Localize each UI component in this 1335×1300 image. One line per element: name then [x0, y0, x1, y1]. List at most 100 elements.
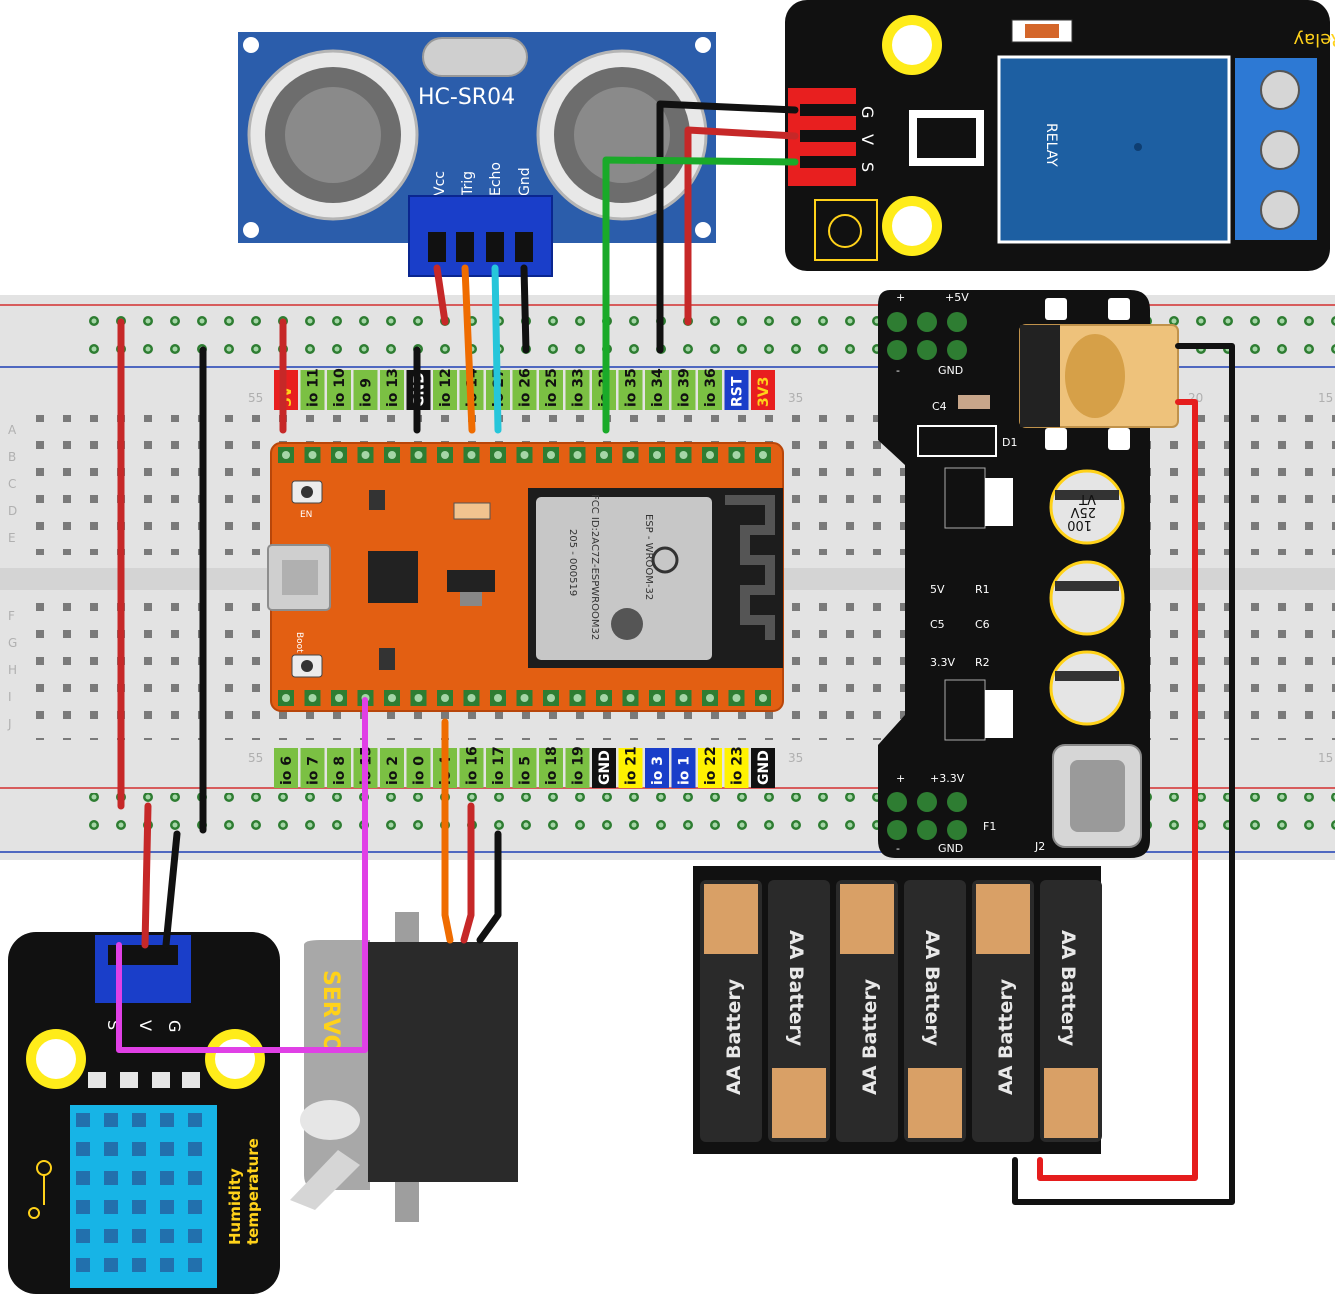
row-label: C [8, 477, 16, 491]
power-label: + [896, 291, 905, 304]
ultrasonic-pin-echo: Echo [488, 162, 504, 196]
esp32-pin-hole [282, 694, 290, 702]
pin-label: io 36 [703, 368, 719, 407]
ultrasonic-pin-trig: Trig [460, 171, 476, 197]
pin-label-bg [698, 370, 722, 410]
grille-hole [188, 1200, 202, 1214]
pin-label: 3V3 [756, 377, 772, 407]
grille-hole [104, 1142, 118, 1156]
col-number: 35 [788, 751, 803, 765]
esp32-pin-hole [653, 694, 661, 702]
component-label: C6 [975, 618, 990, 631]
pin-label: io 1 [677, 756, 693, 785]
esp32-pin-hole [414, 694, 423, 702]
pin-label-bg [645, 748, 669, 788]
grille-hole [132, 1258, 146, 1272]
module-text: 205 - 000519 [567, 529, 578, 596]
battery-cell-label: AA Battery [785, 930, 807, 1047]
esp32-pin-hole [467, 694, 476, 702]
boot-button-label: Boot [294, 632, 304, 653]
relay-box-label: RELAY [1043, 123, 1059, 167]
pin-label-bg [512, 748, 537, 788]
esp32-pin-hole [520, 451, 529, 459]
esp32-pin-hole [573, 694, 582, 702]
component-label: C4 [932, 400, 947, 413]
grille-hole [104, 1171, 118, 1185]
grille-hole [76, 1113, 90, 1127]
pin-label-bg [618, 748, 643, 788]
ultrasonic-transducer-left [247, 49, 419, 221]
relay-pin-v: V [858, 134, 877, 145]
esp32-pin-hole [494, 451, 502, 459]
esp32-pin-hole [441, 694, 449, 702]
grille-hole [76, 1200, 90, 1214]
battery-cell-label: AA Battery [921, 930, 943, 1047]
capacitor [1049, 560, 1125, 636]
col-number: 15 [1318, 751, 1333, 765]
esp32-pin-hole [759, 694, 767, 702]
col-number: 35 [788, 391, 803, 405]
esp32-pin-hole [759, 451, 767, 459]
esp32-pin-hole [706, 451, 714, 459]
row-label: A [8, 423, 17, 437]
terminal-screw[interactable] [1260, 190, 1300, 230]
esp32-pin-hole [388, 694, 396, 702]
power-label: + [896, 772, 905, 785]
esp32-pin-hole [308, 451, 317, 459]
pin-label: io 35 [624, 368, 640, 407]
grille-hole [76, 1142, 90, 1156]
grille-hole [104, 1229, 118, 1243]
power-label: - [896, 842, 900, 855]
esp32-pin-hole [308, 694, 317, 702]
grille-hole [188, 1258, 202, 1272]
row-label: G [8, 636, 17, 650]
pin-label: io 11 [306, 368, 322, 407]
grille-hole [188, 1171, 202, 1185]
grille-hole [76, 1229, 90, 1243]
row-label: I [8, 690, 12, 704]
battery-cap [840, 884, 894, 954]
pin-label: io 6 [279, 756, 295, 785]
pin-label-bg [512, 370, 537, 410]
grille-hole [160, 1142, 174, 1156]
servo-motor: SERVO [290, 912, 518, 1222]
esp32-pin-hole [282, 451, 290, 459]
component-label: 5V [930, 583, 945, 596]
pin-label: io 8 [332, 756, 348, 785]
pin-label: RST [730, 376, 746, 407]
pin-label-bg [751, 370, 775, 410]
esp32-pin-hole [494, 694, 502, 702]
ultrasonic-transducer-right [536, 49, 708, 221]
ultrasonic-pin-vcc: Vcc [432, 171, 448, 196]
relay-box [997, 55, 1231, 244]
terminal-screw[interactable] [1260, 70, 1300, 110]
pin-label: io 17 [491, 746, 507, 785]
grille-hole [104, 1113, 118, 1127]
component-label: 3.3V [930, 656, 955, 669]
esp32-pin-hole [573, 451, 582, 459]
power-label: - [896, 364, 900, 377]
pin-label-bg [327, 370, 351, 410]
pin-label: io 9 [359, 378, 375, 407]
single-relay-module: Single Relay RELAY G V S [785, 0, 1335, 271]
relay-pin-s: S [858, 162, 877, 172]
pin-label-bg [300, 748, 325, 788]
power-label: +3.3V [930, 772, 965, 785]
pin-label-bg [565, 370, 590, 410]
grille-hole [104, 1258, 118, 1272]
component-label: D1 [1002, 436, 1017, 449]
pin-label-bg [724, 370, 749, 410]
terminal-screw[interactable] [1260, 130, 1300, 170]
esp32-pin-hole [414, 451, 423, 459]
grille-hole [132, 1200, 146, 1214]
pin-label-bg [724, 748, 749, 788]
module-text: ESP - WROOM-32 [643, 514, 654, 600]
usb-uart-chip [368, 551, 418, 603]
pin-label: GND [597, 750, 613, 785]
hc-sr04-ultrasonic-sensor: HC-SR04 Vcc Trig Echo Gnd [238, 32, 716, 277]
esp32-pin-hole [679, 451, 688, 459]
pin-label: io 26 [518, 368, 534, 407]
grille-hole [160, 1258, 174, 1272]
